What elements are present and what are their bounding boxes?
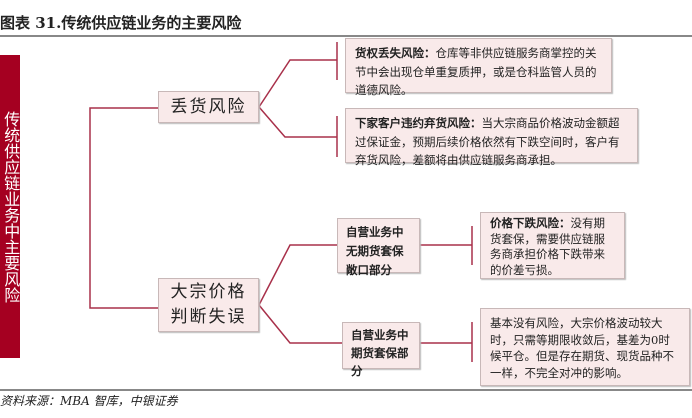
branch-price-line1: 大宗价格: [170, 282, 247, 302]
sub-box-hedge: 自营业务中期货套保部分: [342, 322, 420, 378]
risk-text: 基本没有风险，大宗价格波动较大时，只需等期限收敛后，基差为0时候平仓。但是存在期…: [490, 316, 674, 380]
risk-text: 没有期货套保，需要供应链服务商承担价格下跌带来的价差亏损。: [490, 216, 605, 277]
branch-price-line2: 判断失误: [170, 307, 247, 327]
risk-box-default: 下家客户违约弃货风险：当大宗商品价格波动金额超过保证金，预期后续价格依然有下跌空…: [345, 108, 638, 167]
connector-price-1: [258, 244, 337, 306]
sub-box-no-hedge: 自营业务中无期货套保敞口部分: [337, 218, 420, 277]
source-note: 资料来源：MBA 智库，中银证券: [0, 394, 178, 408]
title-divider: [0, 35, 692, 37]
figure-title: 图表 31.传统供应链业务的主要风险: [0, 14, 242, 32]
risk-box-hedged: 基本没有风险，大宗价格波动较大时，只需等期限收敛后，基差为0时候平仓。但是存在期…: [480, 308, 690, 386]
connector-loss-2: [258, 106, 337, 138]
risk-box-price-drop: 价格下跌风险：没有期货套保，需要供应链服务商承担价格下跌带来的价差亏损。: [480, 212, 625, 279]
risk-box-ownership: 货权丢失风险：仓库等非供应链服务商掌控的关节中会出现仓单重复质押，或是仓科监管人…: [345, 38, 612, 97]
source-divider: [0, 389, 692, 391]
branch-loss-box: 丢货风险: [158, 91, 259, 123]
risk-heading: 货权丢失风险：: [355, 46, 436, 60]
branch-price-box: 大宗价格 判断失误: [158, 278, 259, 332]
risk-text: 仓库等非供应链服务商掌控的关节中会出现仓单重复质押，或是仓科监管人员的道德风险。: [355, 46, 597, 97]
risk-heading: 下家客户违约弃货风险：: [355, 116, 482, 130]
connector-loss-1: [258, 59, 337, 108]
root-label: 传统供应链业务中主要风险: [0, 55, 20, 358]
connector-price-2: [258, 304, 342, 344]
root-connector: [89, 107, 158, 309]
risk-heading: 价格下跌风险：: [490, 216, 571, 230]
risk-text: 当大宗商品价格波动金额超过保证金，预期后续价格依然有下跌空间时，客户有弃货风险，…: [355, 116, 620, 167]
